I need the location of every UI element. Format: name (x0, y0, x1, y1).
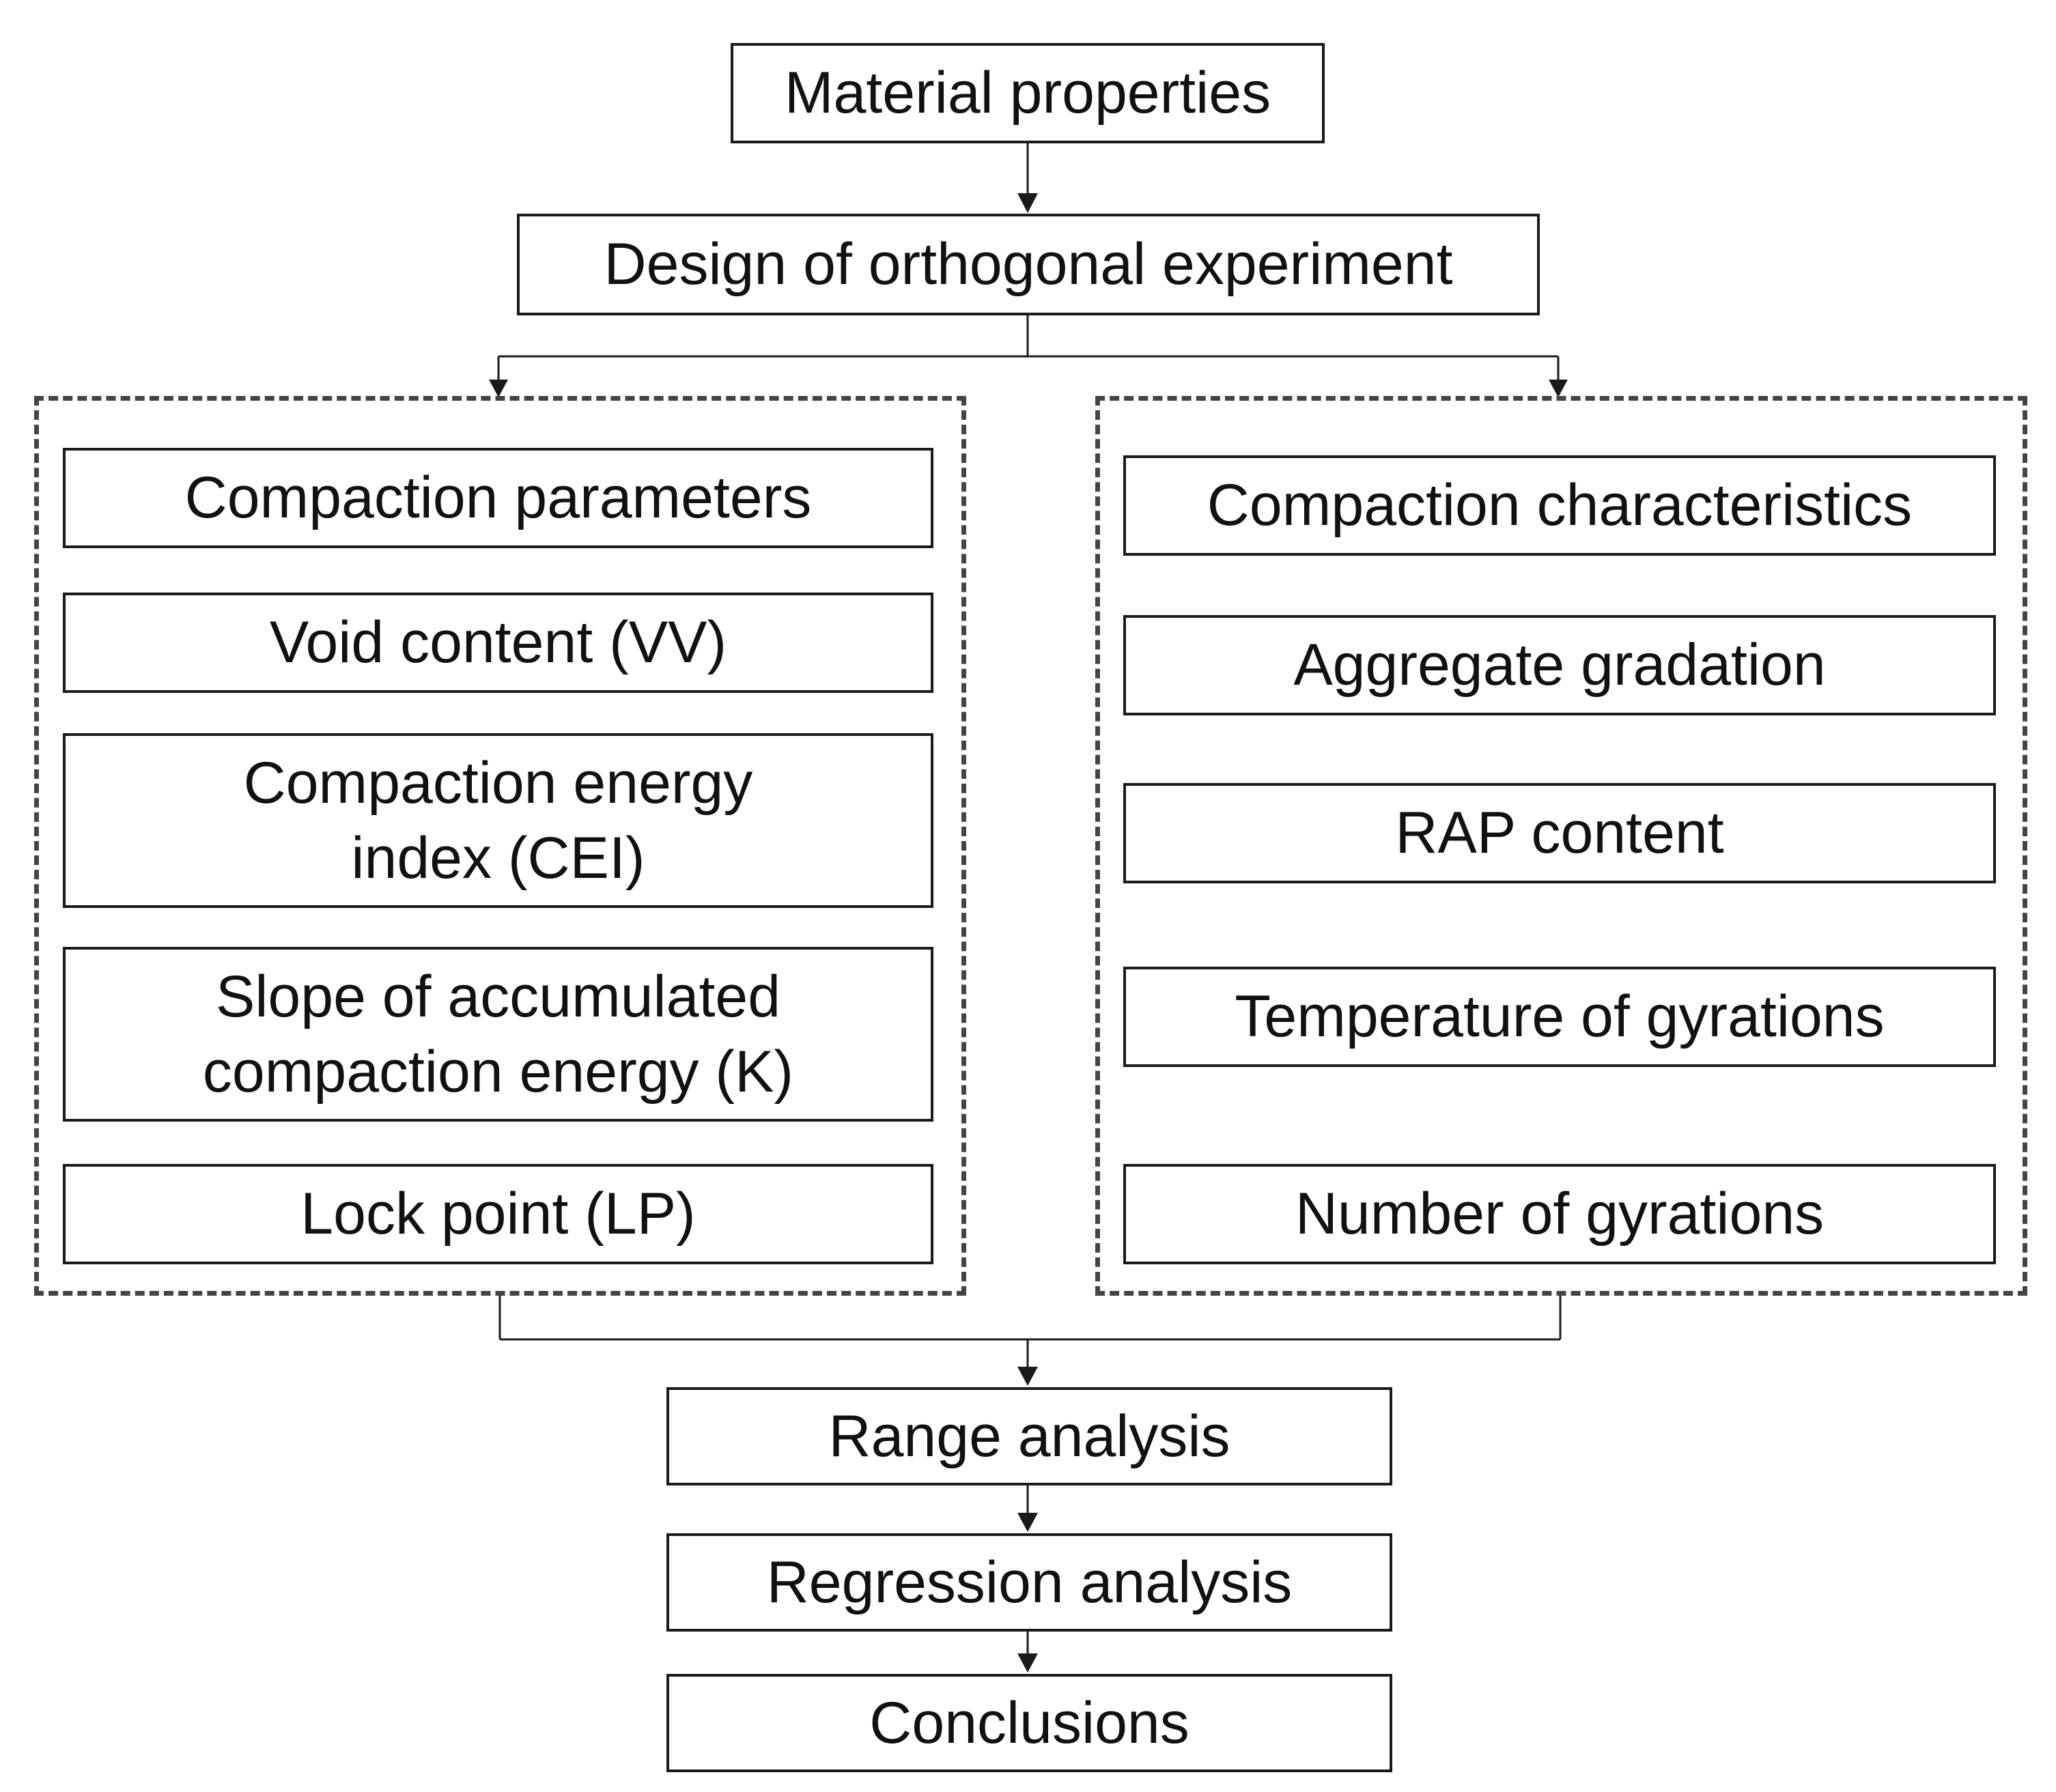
range-analysis-label: Range analysis (828, 1403, 1230, 1469)
arrowhead-left-group (489, 380, 508, 397)
left-item-lock-point: Lock point (LP) (63, 1164, 933, 1264)
regression-analysis-box: Regression analysis (666, 1533, 1392, 1632)
left-item-slope-accumulated-energy: Slope of accumulated compaction energy (… (63, 947, 933, 1122)
arrowhead-design (1017, 193, 1038, 213)
conclusions-box: Conclusions (666, 1674, 1392, 1772)
right-item-label: Aggregate gradation (1293, 632, 1826, 698)
left-item-label: Compaction energy index (CEI) (243, 750, 753, 891)
left-item-compaction-energy-index: Compaction energy index (CEI) (63, 733, 933, 908)
left-item-label: Void content (VV) (269, 610, 727, 676)
regression-analysis-label: Regression analysis (766, 1549, 1293, 1615)
right-item-label: Compaction characteristics (1207, 472, 1913, 539)
design-orthogonal-label: Design of orthogonal experiment (604, 231, 1453, 298)
right-item-compaction-characteristics: Compaction characteristics (1123, 455, 1996, 556)
right-item-aggregate-gradation: Aggregate gradation (1123, 615, 1996, 715)
conclusions-label: Conclusions (869, 1690, 1189, 1756)
left-item-label: Slope of accumulated compaction energy (… (202, 963, 794, 1105)
right-item-label: Number of gyrations (1295, 1181, 1825, 1247)
right-item-label: Temperature of gyrations (1235, 984, 1885, 1050)
arrowhead-regression (1017, 1513, 1038, 1532)
right-item-number-of-gyrations: Number of gyrations (1123, 1164, 1996, 1264)
right-item-temperature-of-gyrations: Temperature of gyrations (1123, 967, 1996, 1067)
right-group-compaction-characteristics (1095, 396, 2027, 1296)
design-orthogonal-box: Design of orthogonal experiment (517, 214, 1540, 315)
range-analysis-box: Range analysis (666, 1387, 1392, 1485)
left-item-compaction-parameters: Compaction parameters (63, 448, 933, 548)
arrowhead-range (1017, 1367, 1038, 1386)
material-properties-box: Material properties (731, 43, 1325, 143)
right-item-label: RAP content (1395, 800, 1724, 866)
left-item-label: Lock point (LP) (300, 1181, 696, 1247)
arrowhead-right-group (1549, 380, 1568, 397)
left-item-label: Compaction parameters (184, 465, 812, 531)
material-properties-label: Material properties (784, 60, 1271, 126)
right-item-rap-content: RAP content (1123, 783, 1996, 883)
left-item-void-content: Void content (VV) (63, 593, 933, 693)
left-group-compaction-parameters (34, 396, 966, 1296)
arrowhead-conclusions (1017, 1653, 1038, 1673)
